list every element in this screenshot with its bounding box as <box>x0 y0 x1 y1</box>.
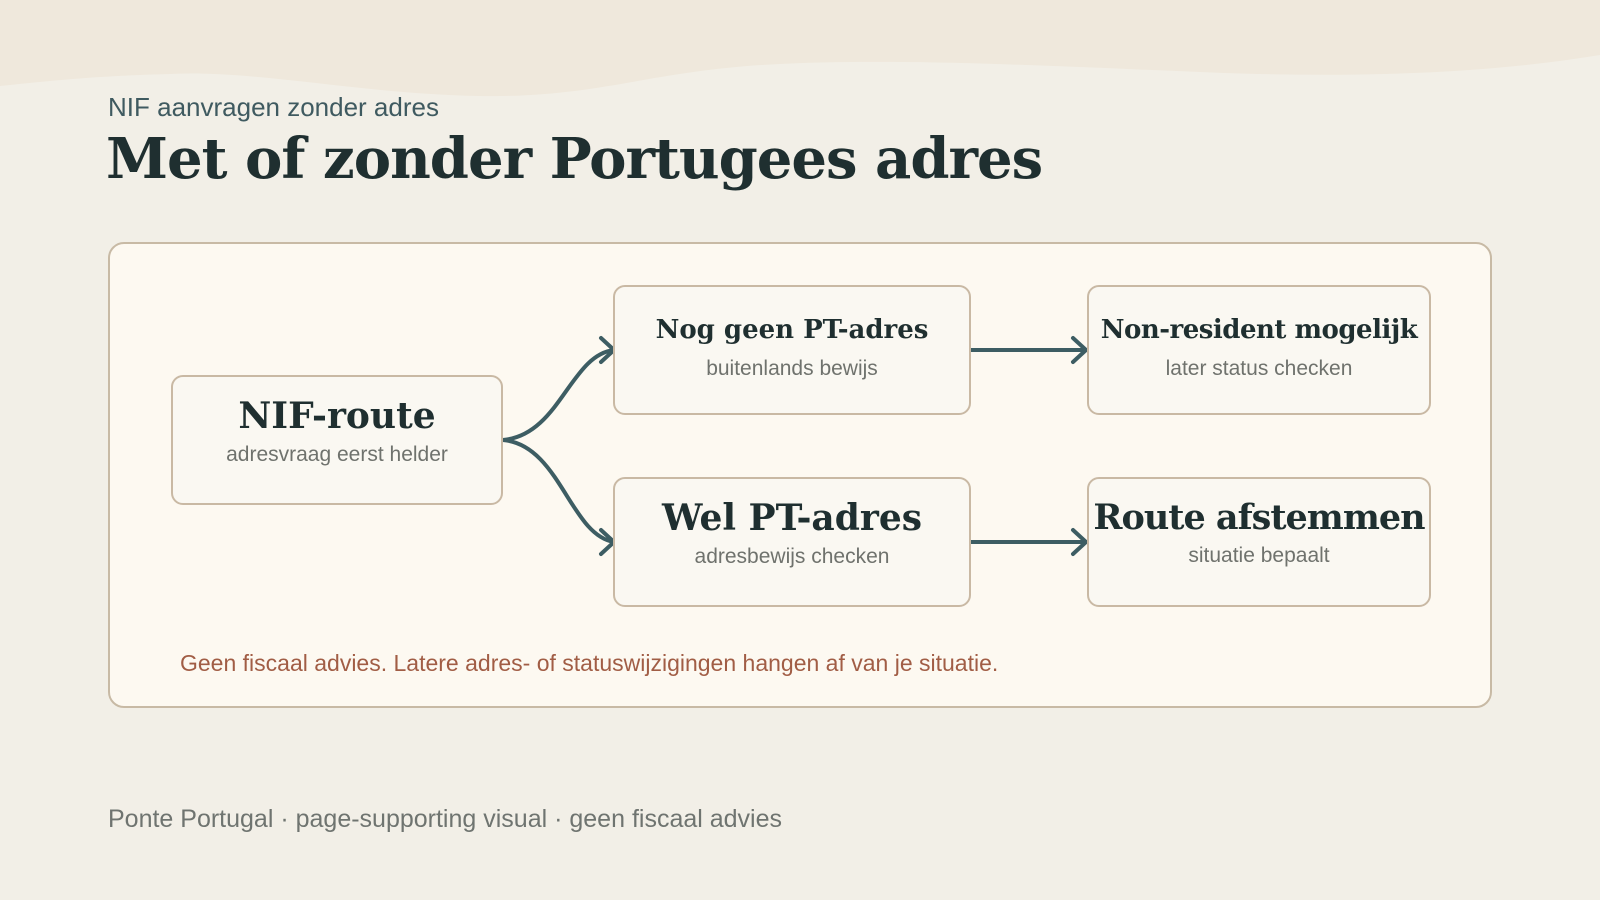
node-subtitle: adresvraag eerst helder <box>226 443 448 466</box>
node-non-resident: Non-resident mogelijk later status check… <box>1087 285 1431 415</box>
node-title: Route afstemmen <box>1093 497 1425 538</box>
node-title: NIF-route <box>238 395 436 437</box>
node-subtitle: later status checken <box>1165 357 1353 380</box>
node-align-route: Route afstemmen situatie bepaalt <box>1087 477 1431 607</box>
node-pt-address: Wel PT-adres adresbewijs checken <box>613 477 971 607</box>
node-nif-route: NIF-route adresvraag eerst helder <box>171 375 503 505</box>
node-title: Nog geen PT-adres <box>655 315 929 345</box>
disclaimer-note: Geen fiscaal advies. Latere adres- of st… <box>180 650 999 676</box>
decorative-wave <box>0 0 1600 97</box>
node-subtitle: situatie bepaalt <box>1188 544 1330 567</box>
page-title: Met of zonder Portugees adres <box>106 126 1043 192</box>
footer-credit: Ponte Portugal · page-supporting visual … <box>108 805 783 833</box>
node-title: Non-resident mogelijk <box>1100 315 1418 345</box>
node-title: Wel PT-adres <box>661 497 923 539</box>
node-subtitle: buitenlands bewijs <box>706 357 878 380</box>
node-no-pt-address: Nog geen PT-adres buitenlands bewijs <box>613 285 971 415</box>
page-eyebrow: NIF aanvragen zonder adres <box>108 92 439 122</box>
node-subtitle: adresbewijs checken <box>694 545 890 568</box>
